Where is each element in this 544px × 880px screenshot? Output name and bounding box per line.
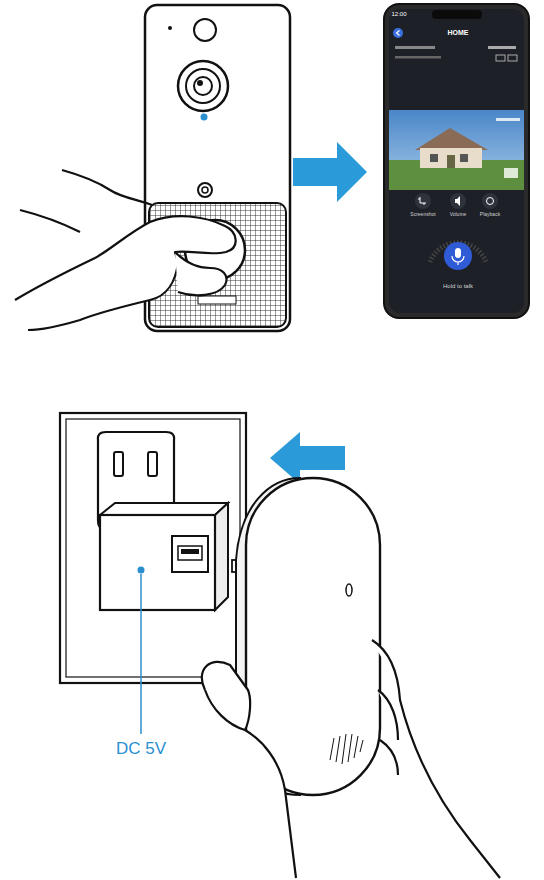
status-time: 12:00 [391, 11, 406, 18]
button-label: Screenshot [410, 212, 435, 218]
screen-title: HOME [448, 29, 469, 37]
hand [202, 640, 500, 878]
button-label: Playback [480, 212, 500, 218]
arrow [293, 142, 367, 202]
callout-label: DC 5V [116, 740, 166, 759]
button-label: Hold to talk [443, 283, 473, 290]
arrow [270, 432, 345, 484]
hand [15, 170, 236, 330]
wall-outlet [60, 413, 246, 683]
button-label: Volume [450, 212, 467, 218]
phone [384, 4, 529, 318]
